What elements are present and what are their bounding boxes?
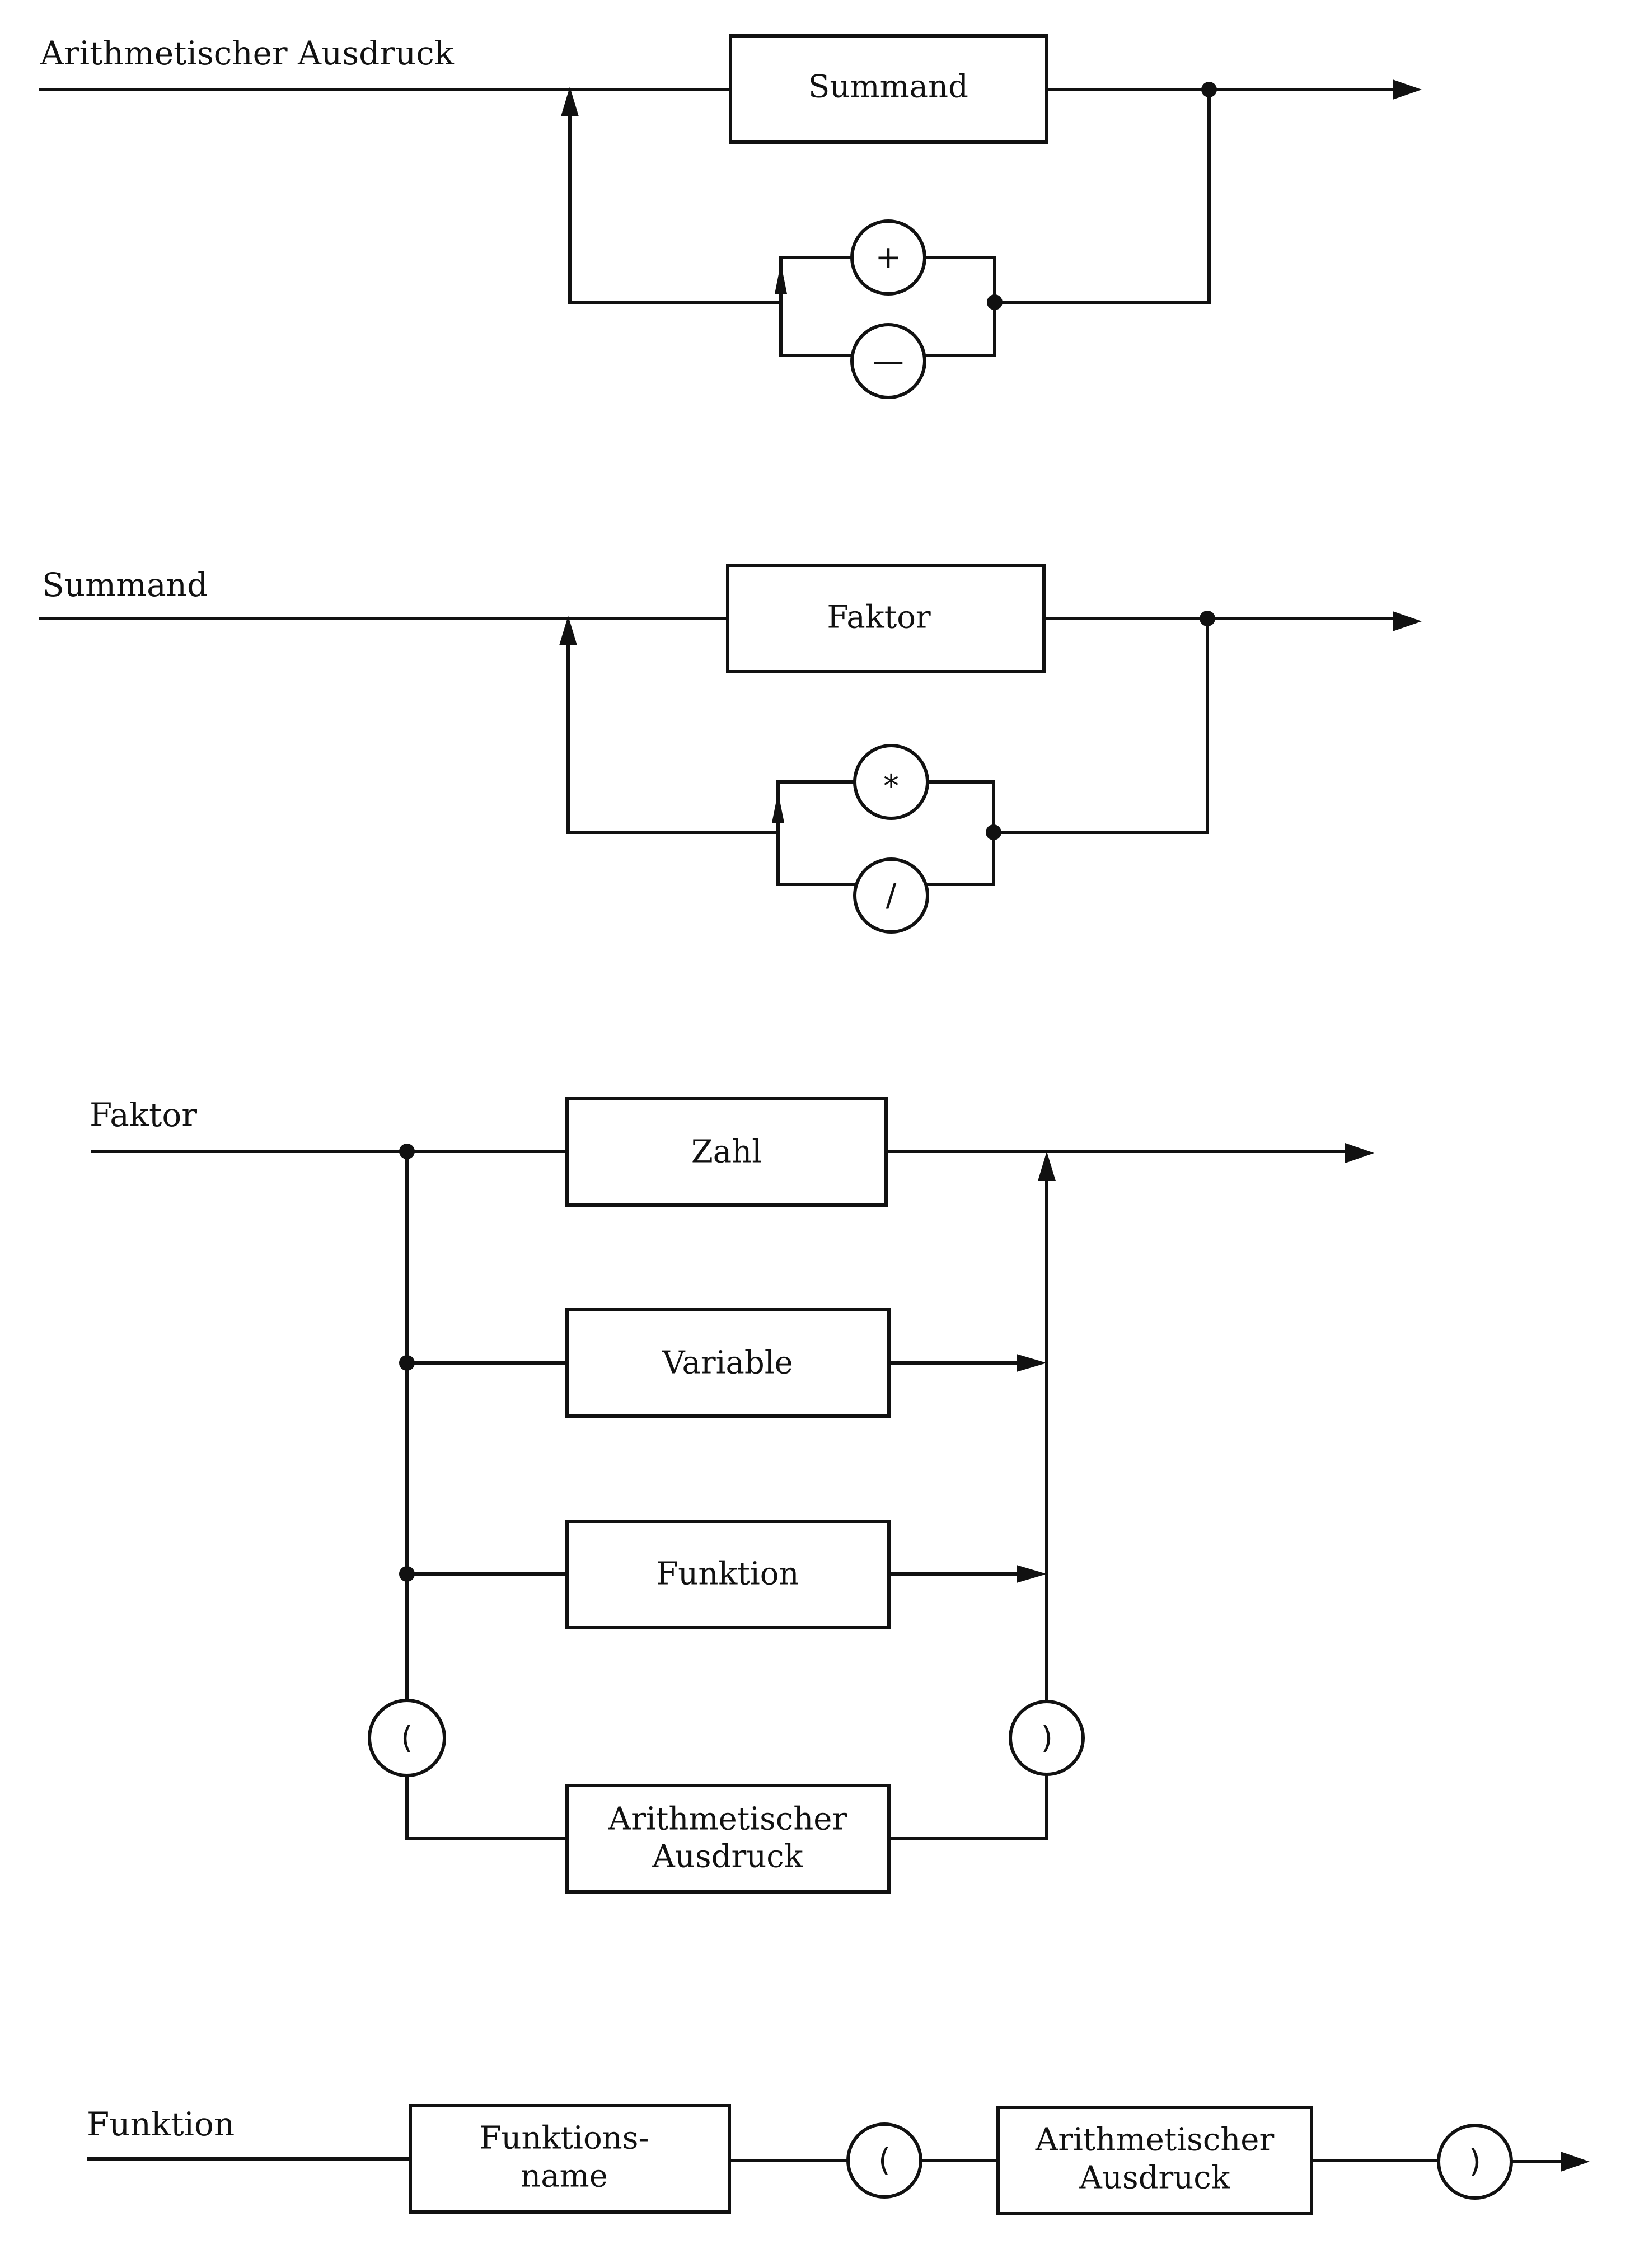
exit-arrow [1393,611,1422,631]
box-variable [565,1308,891,1418]
paren-open-circle [368,1699,446,1777]
diagram-funktion: Funktion Funktions- name ( Arithmetische… [87,2104,1590,2215]
diagram-title: Funktion [87,2105,235,2143]
paren-open-symbol: ( [878,2143,891,2179]
loop-back-line [568,113,783,304]
loop-up-arrow [559,616,577,645]
box-arith-label-line2: Ausdruck [1079,2160,1230,2196]
op-branch-left [779,256,854,357]
op-divide-symbol: / [886,878,897,914]
merge-arrow [775,263,787,294]
paren-close-symbol: ) [1469,2144,1481,2180]
box-funktion-label: Funktion [656,1556,799,1592]
loop-back-line [566,642,780,834]
op-branch-right [923,256,996,357]
box-funktionsname-line1: Funktions- [480,2120,649,2157]
op-multiply-circle [853,744,929,820]
op-minus-circle [850,323,926,399]
op-plus-symbol: + [875,240,902,276]
box-zahl [565,1097,888,1207]
paren-branch-right [887,1773,1048,1840]
branch-arrow [1017,1354,1047,1372]
rail-up-arrow [1038,1151,1056,1181]
diagram-summand: Summand Faktor * / [39,564,1422,934]
paren-close-symbol: ) [1041,1720,1053,1756]
box-funktionsname-line2: name [521,2158,608,2195]
loop-up-arrow [561,87,579,116]
diagram-title: Arithmetischer Ausdruck [40,34,455,72]
junction-dot [399,1144,415,1159]
box-arith-label-line1: Arithmetischer [608,1801,847,1838]
diagram-faktor: Faktor Zahl Variable Funktion ( Arithmet… [90,1096,1374,1894]
op-minus-symbol: — [873,343,904,379]
box-variable-label: Variable [662,1345,793,1381]
diagram-arithmetischer-ausdruck: Arithmetischer Ausdruck Summand + — [39,34,1422,399]
box-arith-label-line2: Ausdruck [652,1839,803,1875]
diagram-title: Faktor [90,1096,197,1134]
loop-return-line [992,617,1209,834]
exit-arrow [1393,79,1422,100]
paren-open-symbol: ( [401,1720,413,1756]
op-branch-right [926,780,995,886]
merge-arrow [772,792,784,823]
box-arith-label-line1: Arithmetischer [1035,2122,1275,2158]
box-faktor-label: Faktor [827,599,931,636]
branch-arrow [1017,1565,1047,1583]
op-divide-circle [853,857,929,934]
paren-branch-left [405,1773,569,1840]
box-zahl-label: Zahl [691,1134,762,1170]
op-plus-circle [850,219,926,296]
exit-arrow [1345,1143,1374,1163]
box-summand-label: Summand [808,69,968,105]
box-funktion [565,1520,891,1629]
diagram-title: Summand [42,566,208,604]
op-multiply-symbol: * [883,769,899,805]
exit-arrow [1561,2152,1590,2172]
loop-return-line [993,88,1211,304]
box-arithmetischer-ausdruck [996,2106,1313,2215]
box-funktionsname [409,2104,731,2214]
op-branch-left [776,780,856,886]
